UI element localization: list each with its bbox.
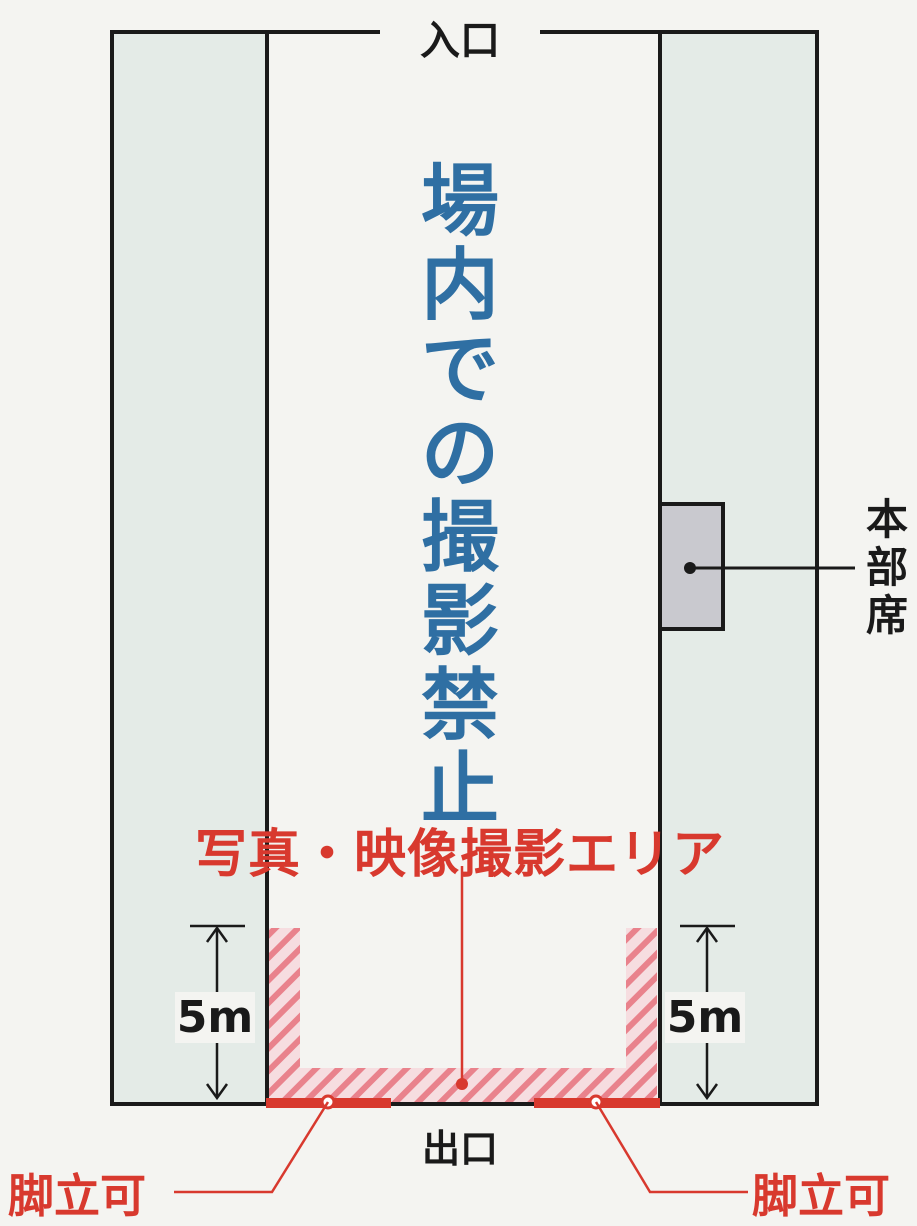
exit-label: 出口 — [421, 1127, 498, 1171]
distance-label-left: 5m — [175, 992, 255, 1043]
left-side-panel — [110, 30, 269, 1106]
entrance-label: 入口 — [380, 8, 540, 66]
headquarters-seat-label: 本部席 — [865, 495, 908, 640]
tripod-leader-left — [174, 1101, 330, 1194]
photo-area-marker — [456, 1078, 468, 1090]
no-photo-zone-label: 場内での撮影禁止 — [420, 157, 499, 835]
tripod-leader-right — [594, 1101, 748, 1194]
distance-label-right: 5m — [665, 992, 745, 1043]
photo-area-hatch — [269, 928, 657, 1102]
photo-video-area-label: 写真・映像撮影エリア — [194, 825, 725, 885]
tripod-allowed-label-left: 脚立可 — [8, 1169, 146, 1223]
tripod-allowed-label-right: 脚立可 — [752, 1169, 890, 1223]
